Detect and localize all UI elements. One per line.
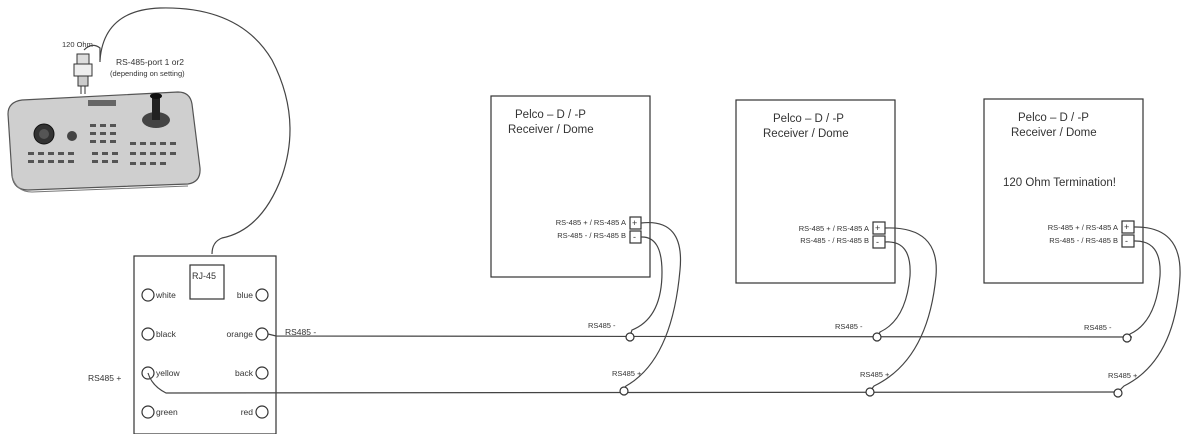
pin-red <box>255 405 269 419</box>
pin-blue-label: blue <box>237 290 253 300</box>
dome-3-title: Pelco – D / -P <box>1018 112 1089 124</box>
dome-receiver-2: Pelco – D / -P Receiver / Dome RS-485 + … <box>735 99 896 284</box>
pin-back <box>255 366 269 380</box>
pin-black <box>141 327 155 341</box>
dome-3-plus-tap-label: RS485 + <box>1108 371 1138 380</box>
pin-back-label: back <box>235 368 254 378</box>
dome-1-minus-wire <box>629 236 663 337</box>
pin-white <box>141 288 155 302</box>
pin-green <box>141 405 155 419</box>
port-setting-label: (depending on setting) <box>110 69 185 78</box>
keyboard-controller <box>7 91 201 193</box>
pin-black-label: black <box>156 329 177 339</box>
dome-2-pin-a-label: RS-485 + / RS-485 A <box>799 224 869 233</box>
dome-3-plus-junction <box>1113 388 1123 398</box>
pin-red-label: red <box>241 407 254 417</box>
pin-green-label: green <box>156 407 178 417</box>
dome-1-plus-junction <box>619 386 629 396</box>
rs485-minus-output-label: RS485 - <box>285 327 316 337</box>
dome-2-minus-sign: - <box>876 237 879 247</box>
dome-3-plus-sign: + <box>1124 222 1129 232</box>
dome-3-pin-a-label: RS-485 + / RS-485 A <box>1048 223 1118 232</box>
dome-2-minus-tap-label: RS485 - <box>835 322 863 331</box>
termination-resistor-icon <box>73 53 93 94</box>
port-label: RS-485-port 1 or2 <box>116 57 184 67</box>
pin-orange-label: orange <box>227 329 254 339</box>
dome-2-plus-sign: + <box>875 223 880 233</box>
dome-3-pin-b-label: RS-485 - / RS-485 B <box>1049 236 1118 245</box>
resistor-label: 120 Ohm <box>62 40 93 49</box>
dome-1-minus-sign: - <box>633 232 636 242</box>
dome-3-minus-sign: - <box>1125 236 1128 246</box>
rs485-plus-bus <box>147 372 1119 394</box>
dome-2-title: Pelco – D / -P <box>773 113 844 125</box>
keyboard-cable <box>99 7 291 255</box>
dome-3-minus-wire <box>1127 240 1161 338</box>
pin-yellow-label: yellow <box>156 368 180 378</box>
dome-1-minus-tap-label: RS485 - <box>588 321 616 330</box>
dome-2-plus-wire <box>870 227 937 391</box>
pin-white-label: white <box>155 290 176 300</box>
dome-1-subtitle: Receiver / Dome <box>508 124 594 136</box>
rs485-minus-bus <box>267 333 1133 338</box>
dome-2-plus-tap-label: RS485 + <box>860 370 890 379</box>
rs485-plus-input-label: RS485 + <box>88 373 121 383</box>
pin-orange <box>255 327 269 341</box>
dome-1-pin-a-label: RS-485 + / RS-485 A <box>556 218 626 227</box>
pin-blue <box>255 288 269 302</box>
dome-1-minus-junction <box>625 332 635 342</box>
dome-2-minus-wire <box>877 241 911 337</box>
dome-3-plus-wire <box>1119 226 1181 391</box>
dome-3-minus-junction <box>1122 333 1132 343</box>
dome-receiver-1: Pelco – D / -P Receiver / Dome RS-485 + … <box>490 95 651 278</box>
dome-2-subtitle: Receiver / Dome <box>763 128 849 140</box>
dome-1-title: Pelco – D / -P <box>515 109 586 121</box>
dome-2-plus-junction <box>865 387 875 397</box>
dome-2-minus-junction <box>872 332 882 342</box>
dome-1-pin-b-label: RS-485 - / RS-485 B <box>557 231 626 240</box>
rj45-label: RJ-45 <box>192 271 216 281</box>
dome-1-plus-wire <box>622 221 682 391</box>
dome-3-minus-tap-label: RS485 - <box>1084 323 1112 332</box>
junction-box: RJ-45 white black yellow green blue oran… <box>133 255 277 434</box>
dome-3-subtitle: Receiver / Dome <box>1011 127 1097 139</box>
dome-1-plus-tap-label: RS485 + <box>612 369 642 378</box>
dome-1-plus-sign: + <box>632 218 637 228</box>
dome-2-pin-b-label: RS-485 - / RS-485 B <box>800 236 869 245</box>
dome-receiver-3: Pelco – D / -P Receiver / Dome 120 Ohm T… <box>983 98 1144 284</box>
dome-3-termination-note: 120 Ohm Termination! <box>1003 177 1116 189</box>
